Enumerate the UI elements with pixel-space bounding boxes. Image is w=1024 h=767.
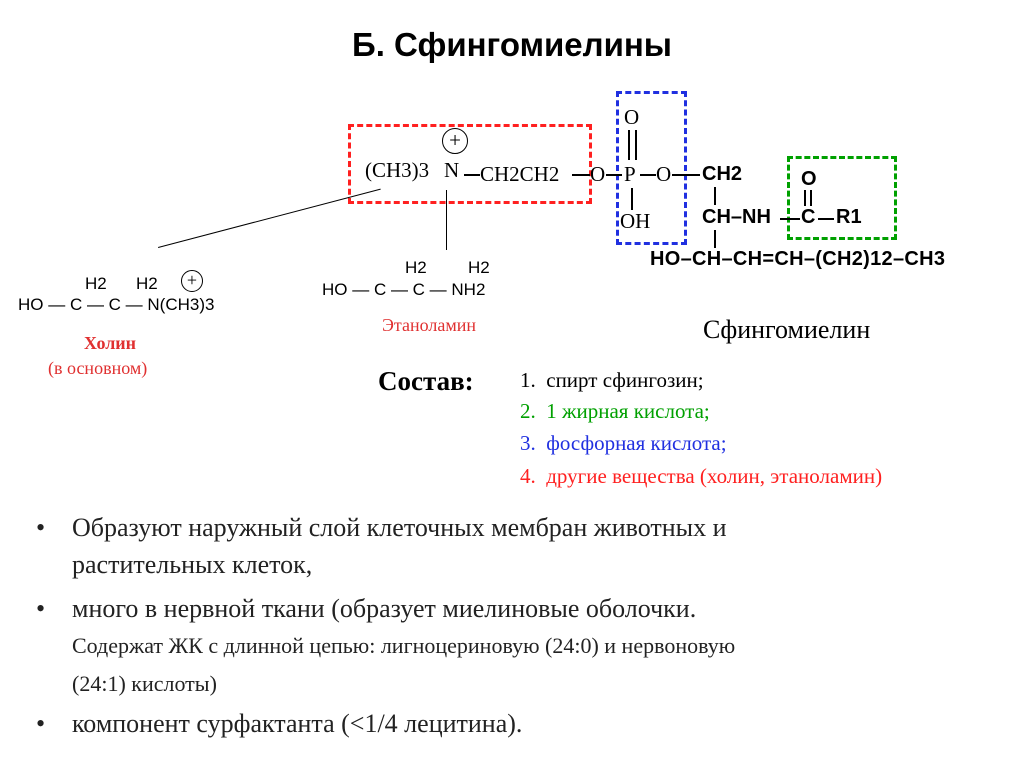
bond-c2-c3 xyxy=(714,230,716,248)
composition-item-other: 4. другие вещества (холин, этаноламин) xyxy=(520,464,883,488)
double-bond-p-o-a xyxy=(628,130,630,160)
choline-note: (в основном) xyxy=(48,358,148,378)
ethanolamine-h2-1: H2 xyxy=(405,258,427,277)
choline-h2-2: H2 xyxy=(136,274,158,293)
bond-n-ch2 xyxy=(464,174,480,176)
ethanolamine-h2-2: H2 xyxy=(468,258,490,277)
phosphate-hydroxyl: OH xyxy=(620,209,651,233)
bond-c-r1 xyxy=(818,218,834,220)
sphingomyelin-label: Сфингомиелин xyxy=(703,315,871,344)
bullet-2-line-1: много в нервной ткани (образует миелинов… xyxy=(72,594,697,623)
trimethyl-group: (CH3)3 xyxy=(365,158,429,183)
ester-oxygen-1: O xyxy=(590,162,606,186)
connector-to-ethanolamine xyxy=(446,190,448,250)
bond-o-p xyxy=(606,174,622,176)
connector-to-choline xyxy=(158,188,381,249)
composition-heading: Состав: xyxy=(378,366,474,396)
bullet-marker-1: • xyxy=(36,513,46,542)
ethanolamine-formula: HO — C — C — NH2 xyxy=(322,280,486,299)
page-title: Б. Сфингомиелины xyxy=(352,26,672,63)
bullet-1-line-1: Образуют наружный слой клеточных мембран… xyxy=(72,513,727,542)
nitrogen-atom: N xyxy=(444,158,460,182)
bond-o-ch2 xyxy=(672,174,700,176)
plus-sign: + xyxy=(449,128,461,152)
carbonyl-oxygen: O xyxy=(801,168,817,190)
composition-item-phosphoric-acid: 3. фосфорная кислота; xyxy=(520,431,727,455)
bullet-2-line-3: (24:1) кислоты) xyxy=(72,671,217,696)
bullet-1-line-2: растительных клеток, xyxy=(72,550,313,579)
phosphorus-atom: P xyxy=(624,162,636,186)
fatty-acid-group-frame xyxy=(787,156,897,240)
carbonyl-double-bond-a xyxy=(804,190,806,206)
acyl-r1: R1 xyxy=(836,206,862,228)
bullet-marker-2: • xyxy=(36,594,46,623)
bond-p-oh xyxy=(631,188,633,210)
bond-c1-c2 xyxy=(714,187,716,205)
choline-h2-1: H2 xyxy=(85,274,107,293)
sphingosine-ch-nh: CH–NH xyxy=(702,206,771,228)
bullet-marker-3: • xyxy=(36,709,46,738)
bond-nh-c xyxy=(780,218,800,220)
choline-formula: HO — C — C — N(CH3)3 xyxy=(18,295,215,314)
ester-oxygen-2: O xyxy=(656,162,672,186)
ethylene-chain: CH2CH2 xyxy=(480,162,560,186)
phosphate-top-oxygen: O xyxy=(624,105,640,129)
ethanolamine-name: Этаноламин xyxy=(382,315,476,335)
choline-plus-circle: + xyxy=(181,270,203,292)
composition-item-fatty-acid: 2. 1 жирная кислота; xyxy=(520,399,710,423)
phosphate-group-frame xyxy=(616,91,687,245)
bond-ch2-o xyxy=(572,174,590,176)
sphingosine-chain: HO–CH–CH=CH–(CH2)12–CH3 xyxy=(650,248,946,270)
bullet-3-line-1: компонент сурфактанта (<1/4 лецитина). xyxy=(72,709,523,738)
composition-item-alcohol: 1. спирт сфингозин; xyxy=(520,368,704,392)
double-bond-p-o-b xyxy=(635,130,637,160)
choline-group-frame xyxy=(348,124,592,204)
trimethyl-text: (CH3)3 xyxy=(365,158,430,182)
bond-p-o xyxy=(640,174,656,176)
carbonyl-double-bond-b xyxy=(810,190,812,206)
sphingosine-ch2: CH2 xyxy=(702,163,743,185)
plus-charge-circle: + xyxy=(442,128,468,154)
choline-name: Холин xyxy=(84,333,137,353)
bullet-2-line-2: Содержат ЖК с длинной цепью: лигноцерино… xyxy=(72,633,736,658)
carbonyl-carbon: C xyxy=(801,206,816,228)
